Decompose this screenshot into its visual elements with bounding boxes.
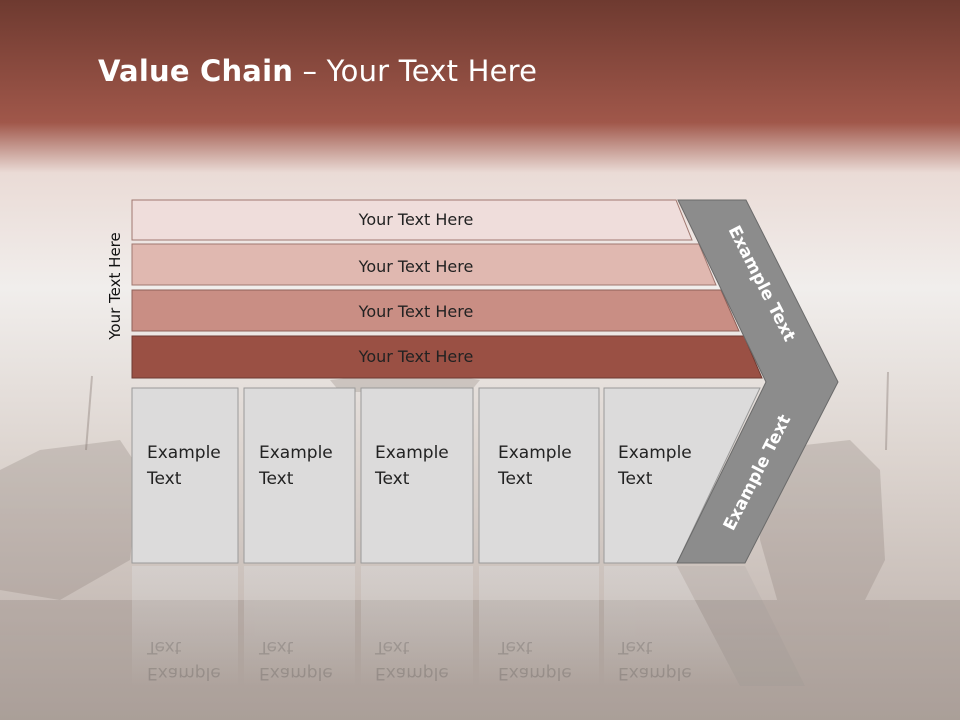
bar-3-label: Your Text Here [358,302,474,321]
bar-2-label: Your Text Here [358,257,474,276]
page-title: Value Chain – Your Text Here [98,54,538,88]
box-2 [243,387,356,564]
bar-1 [131,199,693,241]
bar-4 [131,335,763,379]
bar-4-label: Your Text Here [358,347,474,366]
bar-1-label: Your Text Here [358,210,474,229]
boxes-reflection [132,566,805,686]
bar-3 [131,289,740,332]
box-1 [131,387,239,564]
chevron-arrow [676,199,839,564]
box-3 [360,387,474,564]
bar-2 [131,243,717,286]
box-4 [478,387,600,564]
